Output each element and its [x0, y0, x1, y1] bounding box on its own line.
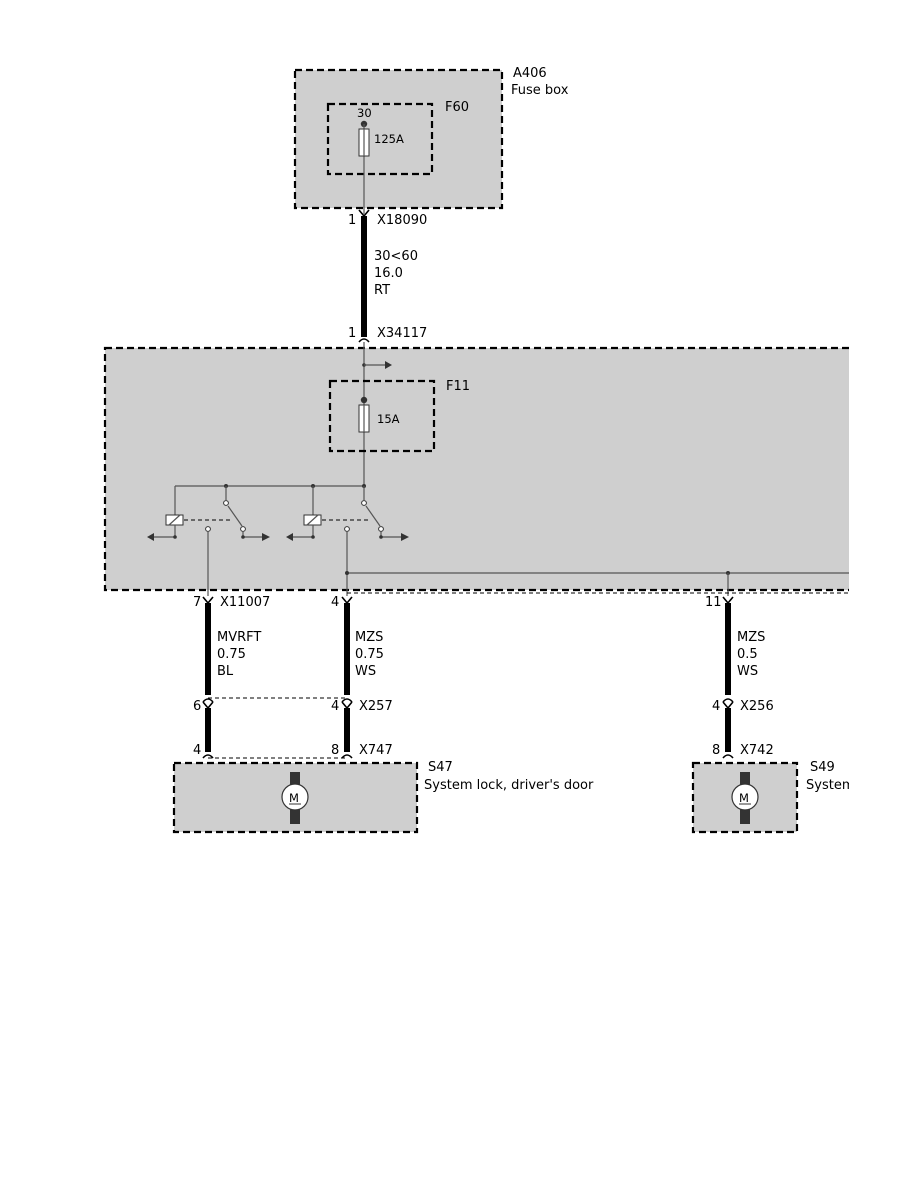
wire-mzs-right-signal: MZS — [737, 630, 765, 645]
page-crop — [849, 0, 918, 1188]
fuse-f60-rating: 125A — [374, 132, 404, 146]
wire-mvrft-signal: MVRFT — [217, 630, 261, 645]
connector-x34117-pin: 1 — [348, 326, 356, 341]
wire-mzs-left-color: WS — [355, 664, 376, 679]
wire-mzs-left-signal: MZS — [355, 630, 383, 645]
fuse-box-id: A406 — [513, 66, 547, 81]
wire-main-color: RT — [374, 283, 390, 298]
connector-x742-id: X742 — [740, 743, 774, 758]
connector-x11007-symbol — [202, 596, 734, 605]
fuse-box-a406 — [293, 68, 504, 210]
connector-x742-symbol — [722, 754, 734, 759]
fuse-box-name: Fuse box — [511, 83, 569, 98]
fuse-f11-frame — [328, 379, 436, 453]
wire-mvrft-gauge: 0.75 — [217, 647, 246, 662]
fuse-f11-id: F11 — [446, 379, 470, 394]
connector-x11007-pin-c: 11 — [705, 595, 722, 610]
connector-x257-pin-b: 4 — [331, 699, 339, 714]
relay-1 — [147, 486, 270, 596]
motor-icon: M — [731, 772, 759, 824]
connector-x256-pin: 4 — [712, 699, 720, 714]
control-module — [103, 346, 867, 592]
connector-x18090-id: X18090 — [377, 213, 427, 228]
connector-x747-pin-a: 4 — [193, 743, 201, 758]
fuse-f60-terminal: 30 — [357, 106, 372, 120]
connector-x256-symbol — [722, 698, 734, 710]
component-s47-id: S47 — [428, 760, 453, 775]
connector-x747-id: X747 — [359, 743, 393, 758]
connector-x256-id: X256 — [740, 699, 774, 714]
svg-text:M: M — [739, 791, 749, 805]
arrow-icon — [385, 361, 392, 369]
connector-x11007-id: X11007 — [220, 595, 270, 610]
wire-main-signal: 30<60 — [374, 249, 418, 264]
component-s49-id: S49 — [810, 760, 835, 775]
connector-x11007-pin-b: 4 — [331, 595, 339, 610]
fuse-f60-frame — [326, 102, 434, 176]
svg-text:M: M — [289, 791, 299, 805]
fuse-f60-id: F60 — [445, 100, 469, 115]
connector-x257-symbol — [202, 698, 353, 710]
connector-x18090-pin: 1 — [348, 213, 356, 228]
wire-mzs-left-gauge: 0.75 — [355, 647, 384, 662]
connector-x34117-symbol — [358, 338, 370, 343]
connector-x257-id: X257 — [359, 699, 393, 714]
connector-x747-pin-b: 8 — [331, 743, 339, 758]
connector-x11007-pin-a: 7 — [193, 595, 201, 610]
component-s47-name: System lock, driver's door — [424, 778, 594, 793]
connector-x257-pin-a: 6 — [193, 699, 201, 714]
motor-icon: M — [281, 772, 309, 824]
component-s49-name: System — [806, 778, 854, 793]
wire-main-gauge: 16.0 — [374, 266, 403, 281]
connector-x34117-id: X34117 — [377, 326, 427, 341]
connector-x747-symbol — [202, 754, 353, 759]
wire-mvrft-color: BL — [217, 664, 234, 679]
fuse-f11-rating: 15A — [377, 412, 400, 426]
relay-2 — [286, 486, 409, 596]
connector-x742-pin: 8 — [712, 743, 720, 758]
wire-mzs-right-color: WS — [737, 664, 758, 679]
wire-mzs-right-gauge: 0.5 — [737, 647, 758, 662]
